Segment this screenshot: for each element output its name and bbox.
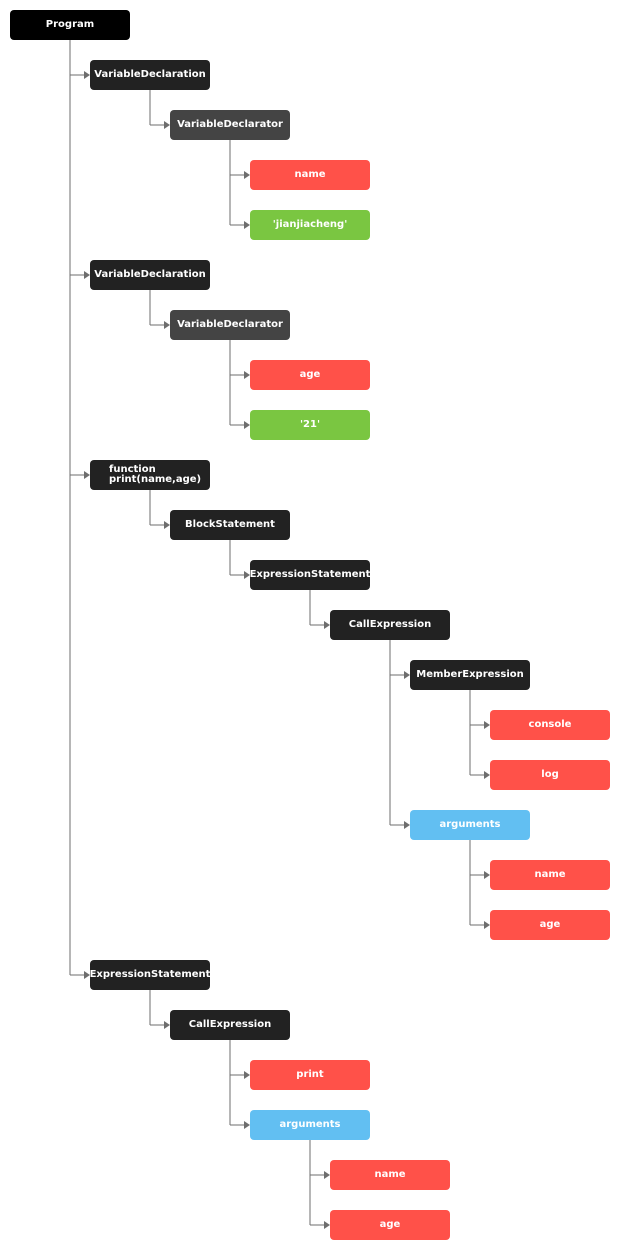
node-literal-jianjiacheng: 'jianjiacheng' [250,210,370,240]
node-identifier-name: name [490,860,610,890]
node-declarator-variabledeclarator: VariableDeclarator [170,310,290,340]
node-arguments-arguments: arguments [410,810,530,840]
node-arguments-arguments: arguments [250,1110,370,1140]
node-statement-blockstatement: BlockStatement [170,510,290,540]
node-identifier-name: name [330,1160,450,1190]
node-statement-variabledeclaration: VariableDeclaration [90,60,210,90]
node-identifier-console: console [490,710,610,740]
node-identifier-print: print [250,1060,370,1090]
node-statement-function-print-name-age: function print(name,age) [90,460,210,490]
node-statement-expressionstatement: ExpressionStatement [90,960,210,990]
node-statement-callexpression: CallExpression [170,1010,290,1040]
node-identifier-name: name [250,160,370,190]
node-identifier-age: age [250,360,370,390]
node-root-program: Program [10,10,130,40]
node-literal-21: '21' [250,410,370,440]
node-identifier-age: age [330,1210,450,1240]
node-statement-expressionstatement: ExpressionStatement [250,560,370,590]
node-identifier-log: log [490,760,610,790]
node-statement-variabledeclaration: VariableDeclaration [90,260,210,290]
node-declarator-variabledeclarator: VariableDeclarator [170,110,290,140]
node-statement-callexpression: CallExpression [330,610,450,640]
node-statement-memberexpression: MemberExpression [410,660,530,690]
node-identifier-age: age [490,910,610,940]
